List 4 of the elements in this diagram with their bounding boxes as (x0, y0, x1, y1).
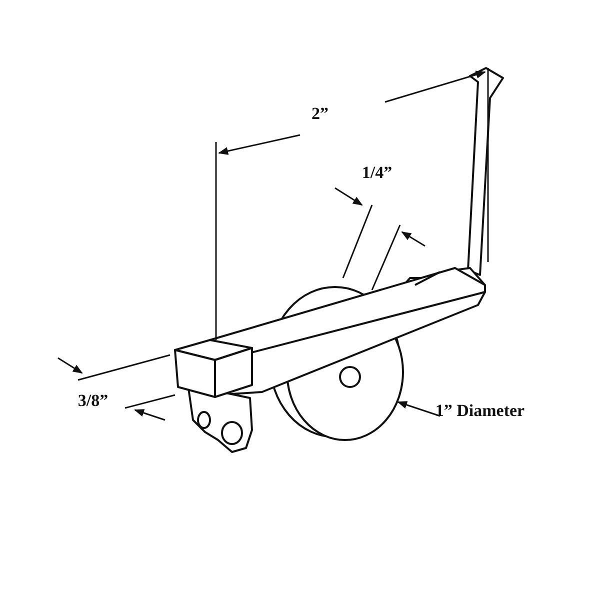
dimension-label: 1” Diameter (435, 400, 525, 422)
dimension-label: 1/4” (360, 162, 394, 184)
dimension-label: 2” (310, 103, 330, 125)
dimension-label: 3/8” (76, 390, 110, 412)
